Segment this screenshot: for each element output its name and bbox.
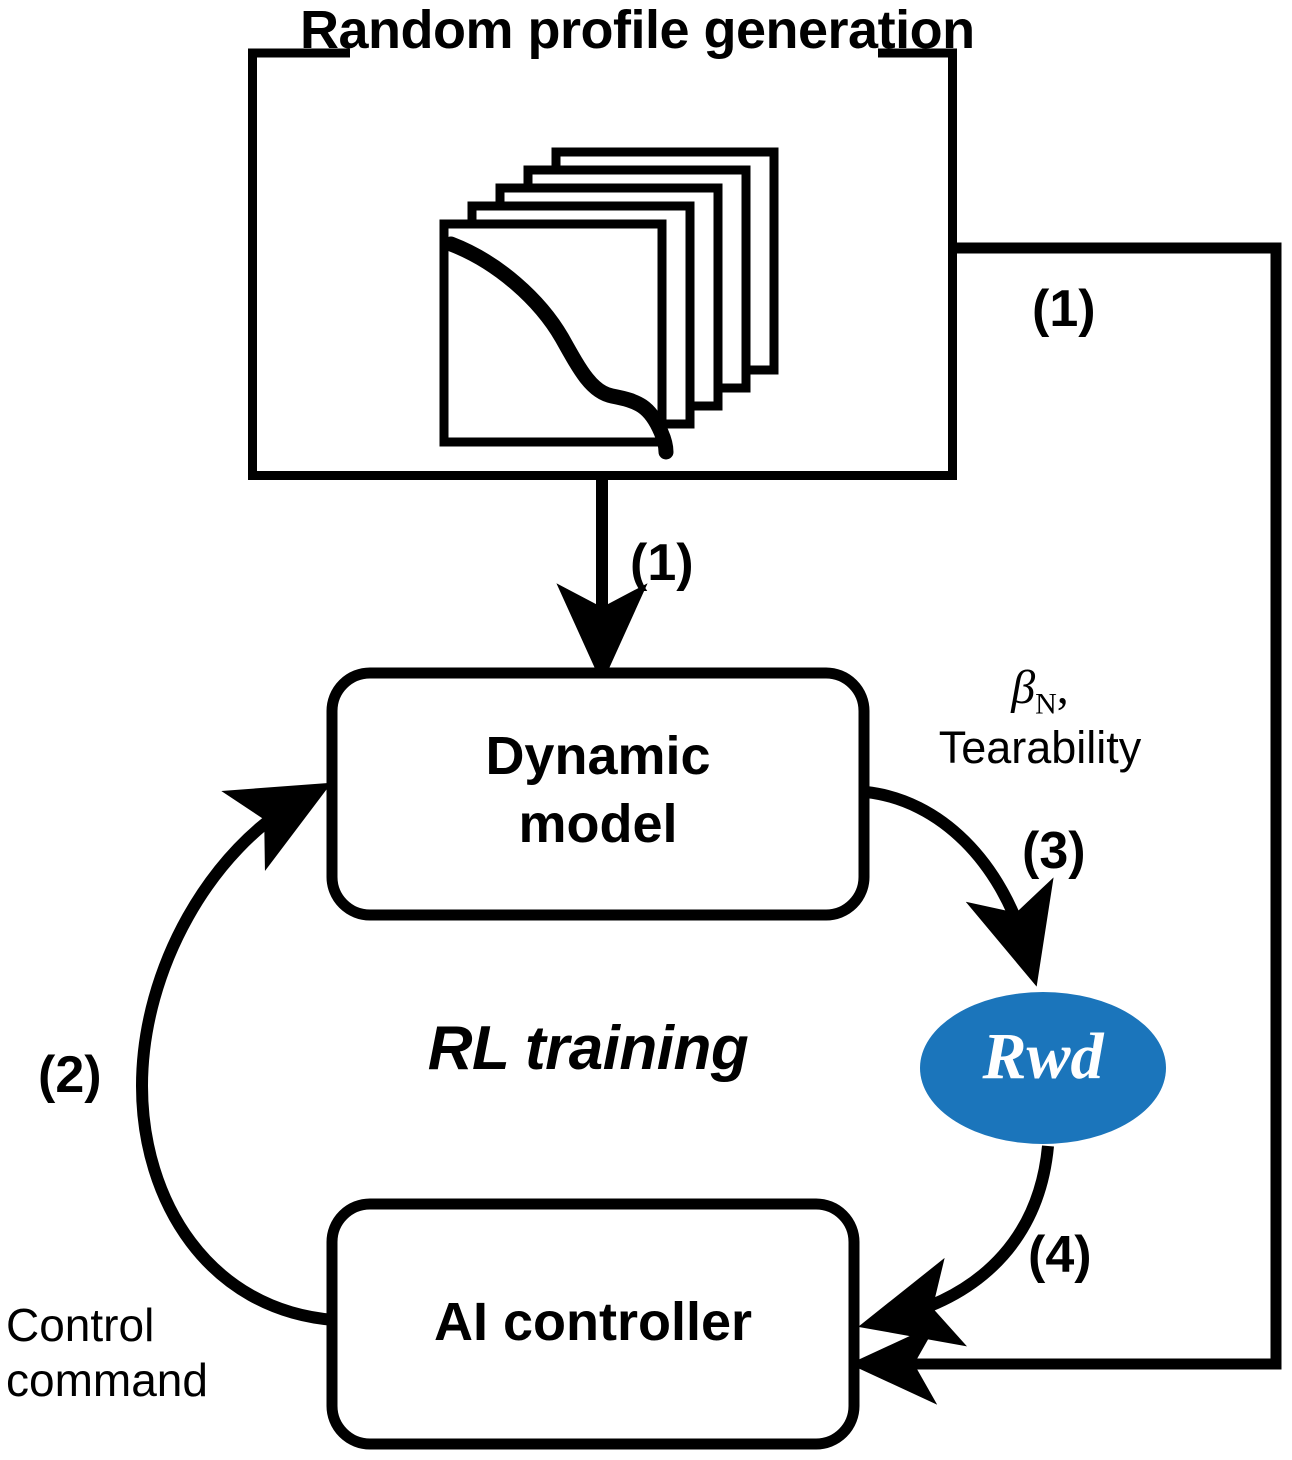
edge-label-step4: (4) xyxy=(1028,1226,1092,1284)
control-command-label: Control command xyxy=(6,1299,208,1407)
dynamic-model-label: Dynamic model xyxy=(485,726,711,854)
beta-symbol: β xyxy=(1011,661,1036,714)
edge-step2 xyxy=(135,782,335,1326)
beta-comma: , xyxy=(1056,661,1069,714)
tearability-label: Tearability xyxy=(938,721,1142,773)
beta-subscript: N xyxy=(1035,687,1057,721)
edge-label-step1-down: (1) xyxy=(630,534,694,592)
edge-label-step3: (3) xyxy=(1022,822,1086,880)
section-label-rl-training: RL training xyxy=(427,1014,749,1083)
generation-block-border xyxy=(248,48,957,480)
edge-label-step1-right: (1) xyxy=(1032,280,1096,338)
profile-stack-icon xyxy=(439,147,779,460)
edge-label-outputs: βN, Tearability xyxy=(880,664,1200,773)
reward-label: Rwd xyxy=(982,1020,1104,1093)
generation-block-title: Random profile generation xyxy=(300,0,975,60)
dynamic-model-node[interactable] xyxy=(326,667,870,921)
edge-step4 xyxy=(858,1145,1054,1347)
edge-step3 xyxy=(865,786,1054,987)
edge-step1-right xyxy=(849,242,1282,1405)
edge-label-step2: (2) xyxy=(38,1046,102,1104)
ai-controller-label: AI controller xyxy=(433,1292,753,1352)
reward-node[interactable] xyxy=(920,992,1166,1144)
